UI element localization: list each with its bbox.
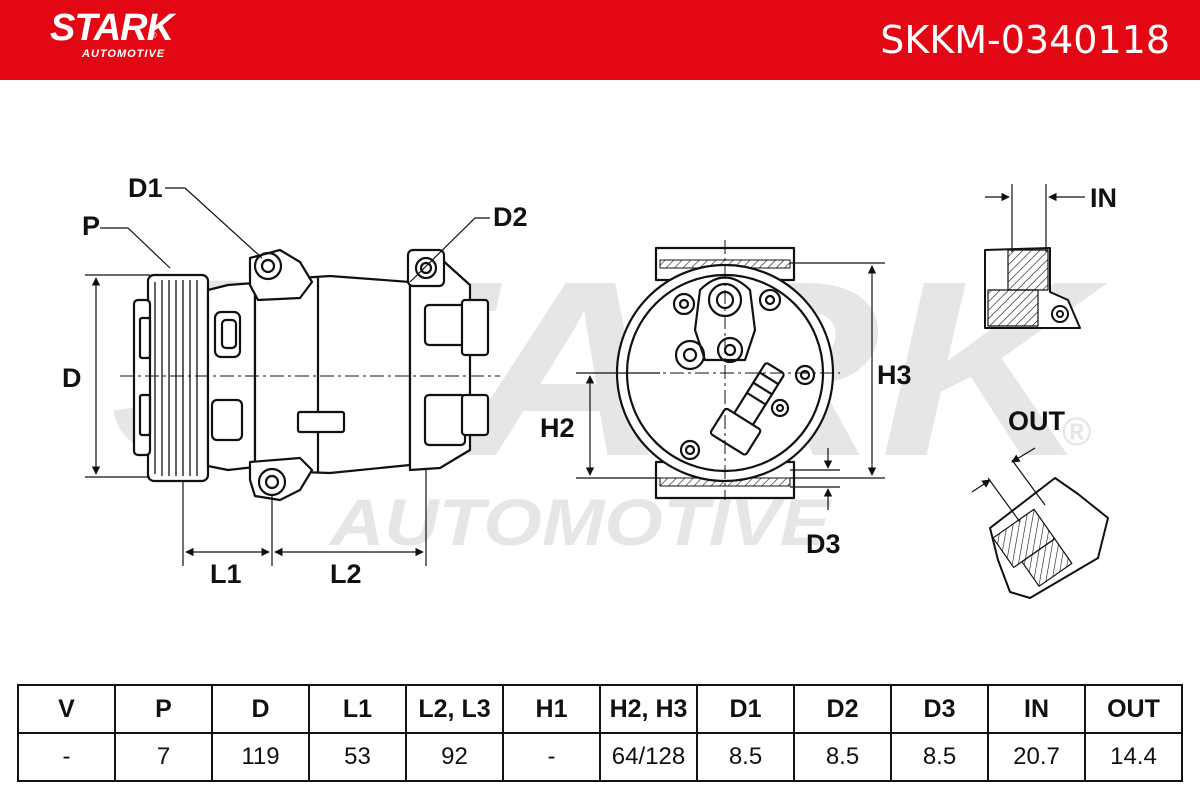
mounting-ear-top <box>248 248 314 302</box>
label-d1: D1 <box>128 173 163 203</box>
label-d: D <box>62 363 82 393</box>
spec-header-cell: H1 <box>502 684 601 734</box>
in-port-dimension <box>985 184 1085 252</box>
label-in: IN <box>1090 183 1117 213</box>
label-l1: L1 <box>210 559 242 589</box>
spec-header-cell: L2, L3 <box>405 684 504 734</box>
spec-header-cell: IN <box>987 684 1086 734</box>
pulley-grooves <box>154 280 198 476</box>
compressor-side-view <box>120 248 500 502</box>
rear-view-labels: H3 H2 D3 <box>540 360 912 559</box>
in-port-detail <box>984 247 1081 329</box>
spec-value-cell: 14.4 <box>1084 732 1183 782</box>
logo-registered-mark: ® <box>150 30 157 40</box>
spec-header-cell: D3 <box>890 684 989 734</box>
spec-header-cell: D <box>211 684 310 734</box>
spec-value-cell: 8.5 <box>890 732 989 782</box>
spec-value-cell: - <box>502 732 601 782</box>
watermark-registered: ® <box>1062 410 1091 454</box>
logo-brand: STARK <box>50 7 174 49</box>
out-port-dimension <box>971 447 1046 523</box>
spec-table-value-row: - 7 119 53 92 - 64/128 8.5 8.5 8.5 20.7 … <box>17 732 1183 782</box>
label-d3: D3 <box>806 529 841 559</box>
label-h3: H3 <box>877 360 912 390</box>
spec-header-cell: OUT <box>1084 684 1183 734</box>
mounting-ear-bottom <box>248 456 314 502</box>
main-body <box>253 274 412 475</box>
spec-header-cell: D2 <box>793 684 892 734</box>
compressor-technical-drawing: STARK AUTOMOTIVE ® <box>62 173 1117 599</box>
spec-value-cell: 20.7 <box>987 732 1086 782</box>
label-p: P <box>82 211 100 241</box>
spec-value-cell: 7 <box>114 732 213 782</box>
spec-header-cell: L1 <box>308 684 407 734</box>
spec-value-cell: 64/128 <box>599 732 698 782</box>
leader-d1 <box>165 187 263 259</box>
logo-sub: AUTOMOTIVE <box>82 48 166 60</box>
pulley <box>146 273 210 483</box>
spec-table: V P D L1 L2, L3 H1 H2, H3 D1 D2 D3 IN OU… <box>17 684 1183 782</box>
spec-header-cell: D1 <box>696 684 795 734</box>
spec-value-cell: 8.5 <box>696 732 795 782</box>
rear-view-dimensions <box>576 262 885 510</box>
label-d2: D2 <box>493 202 528 232</box>
label-h2: H2 <box>540 413 575 443</box>
leader-p <box>100 227 171 269</box>
spec-header-cell: V <box>17 684 116 734</box>
stark-logo: STARK AUTOMOTIVE <box>50 7 174 60</box>
leader-d2 <box>409 217 490 283</box>
side-view-labels: P D1 D2 D L1 L2 <box>62 173 528 589</box>
clutch-hub <box>132 298 152 457</box>
spec-value-cell: - <box>17 732 116 782</box>
label-out: OUT <box>1008 406 1066 436</box>
label-l2: L2 <box>330 559 362 589</box>
spec-table-header-row: V P D L1 L2, L3 H1 H2, H3 D1 D2 D3 IN OU… <box>17 684 1183 734</box>
spec-value-cell: 8.5 <box>793 732 892 782</box>
part-number: SKKM-0340118 <box>880 18 1170 62</box>
spec-value-cell: 53 <box>308 732 407 782</box>
compressor-rear-view <box>615 240 840 500</box>
rear-head <box>408 256 472 472</box>
header-bar: STARK AUTOMOTIVE ® SKKM-0340118 <box>0 0 1200 80</box>
spec-header-cell: H2, H3 <box>599 684 698 734</box>
side-view-dimensions <box>85 187 490 566</box>
spec-value-cell: 119 <box>211 732 310 782</box>
spec-header-cell: P <box>114 684 213 734</box>
spec-value-cell: 92 <box>405 732 504 782</box>
out-port-detail <box>989 477 1109 599</box>
